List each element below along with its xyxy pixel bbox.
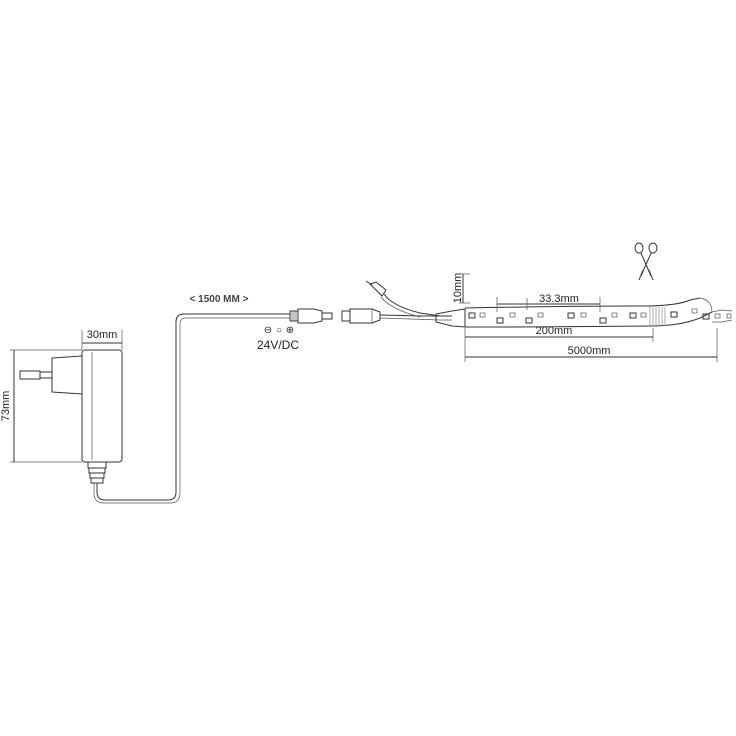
led-chip: [468, 312, 476, 319]
adapter-height-label: 73mm: [0, 391, 12, 422]
led-chip: [525, 317, 533, 324]
polarity-minus-icon: ⊖: [264, 325, 272, 336]
strip-end-cap: [435, 308, 466, 328]
led-pitch-label: 33.3mm: [539, 293, 579, 305]
adapter-cable: [96, 313, 290, 501]
plug-pin: [19, 370, 41, 380]
led-chip: [702, 313, 710, 320]
strip-length-label: 5000mm: [568, 345, 611, 357]
dimension-strip-length: 5000mm: [464, 328, 718, 362]
led-chip: [567, 312, 575, 319]
dimension-adapter-height: 73mm: [0, 349, 82, 463]
led-chips: [468, 308, 732, 324]
polarity-neutral-icon: ○: [276, 325, 282, 336]
voltage-label: 24V/DC: [257, 338, 299, 352]
dimension-cut-length: 200mm: [464, 325, 654, 342]
led-chip: [599, 317, 607, 324]
power-adapter: [19, 313, 290, 504]
adapter-body: [81, 349, 123, 463]
dimension-led-pitch: 33.3mm: [496, 293, 601, 312]
scissors-icon: [634, 242, 658, 281]
dc-socket: [341, 308, 381, 324]
cable-length-label: < 1500 MM >: [190, 294, 249, 305]
led-chip: [496, 317, 504, 324]
polarity-symbols: ⊖ ○ ⊕: [264, 325, 294, 336]
cut-length-label: 200mm: [536, 325, 573, 337]
dimension-adapter-width: 30mm: [81, 329, 123, 350]
led-strip: [464, 297, 733, 328]
polarity-plus-icon: ⊕: [286, 325, 294, 336]
led-chip: [629, 312, 637, 319]
strip-bottom-edge: [464, 311, 713, 328]
strip-width-label: 10mm: [452, 273, 464, 304]
led-chip: [670, 311, 678, 318]
dimension-strip-width: 10mm: [452, 273, 470, 304]
cut-marks: [649, 307, 666, 326]
strip-top-edge: [464, 297, 701, 309]
side-connector: [365, 280, 441, 318]
dc-plug: [289, 308, 333, 324]
plug-base: [51, 355, 83, 395]
adapter-width-label: 30mm: [87, 329, 118, 341]
